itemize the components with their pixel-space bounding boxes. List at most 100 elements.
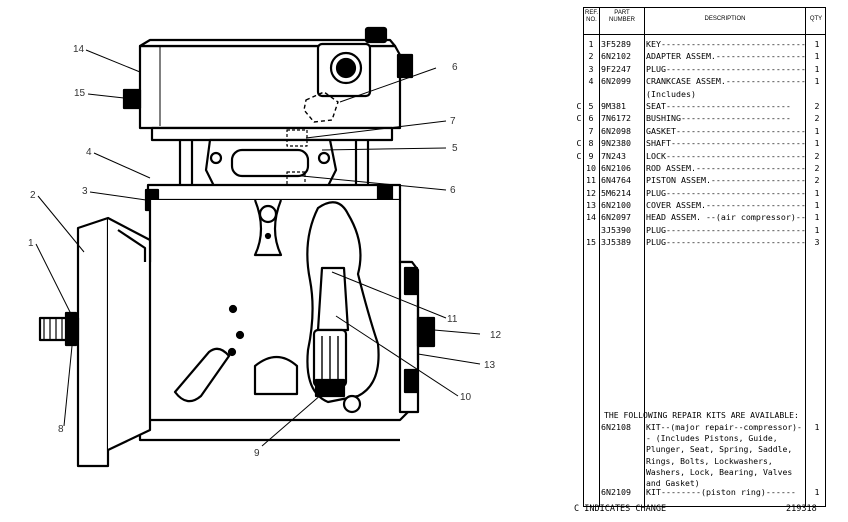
qty-cell: 2	[814, 175, 820, 186]
callout-label: 6	[450, 185, 456, 196]
kit-qty: 1	[814, 487, 820, 497]
qty-cell: 2	[814, 100, 820, 111]
callout-label: 6	[452, 62, 458, 73]
ref-no-cell: 12	[586, 187, 596, 198]
qty-cell: 1	[814, 125, 820, 136]
description-cell: CRANKCASE ASSEM.-----------------	[646, 76, 806, 87]
part-number-cell: 6N2098	[601, 125, 631, 136]
ref-no-cell: 9	[588, 150, 594, 161]
change-indicator-note: C INDICATES CHANGE	[574, 504, 667, 514]
ref-no-cell: 5	[588, 100, 594, 111]
header-qty: QTY	[809, 16, 823, 22]
ref-no-cell: 14	[586, 212, 596, 223]
kit-part-number: 6N2109	[601, 487, 631, 497]
part-number-cell: 6N2100	[601, 200, 631, 211]
ref-no-cell: 3	[588, 63, 594, 74]
description-cell: BUSHING----------------------	[646, 113, 791, 124]
callout-label: 8	[58, 424, 64, 435]
callout-label: 13	[484, 360, 496, 371]
kit-part-number: 6N2108	[601, 422, 631, 432]
description-cell: PLUG----------------------------	[646, 187, 806, 198]
description-cell: LOCK----------------------------	[646, 150, 806, 161]
callout-label: 14	[73, 44, 85, 55]
part-number-cell: 6N4764	[601, 175, 631, 186]
description-cell: HEAD ASSEM. --(air compressor)--	[646, 212, 806, 223]
qty-cell: 1	[814, 187, 820, 198]
callout-label: 5	[452, 143, 458, 154]
description-cell: PLUG----------------------------	[646, 237, 806, 248]
part-number-cell: 6N2099	[601, 76, 631, 87]
qty-cell: 2	[814, 113, 820, 124]
change-mark: C	[576, 150, 582, 161]
callout-label: 11	[447, 314, 458, 325]
ref-no-cell: 1	[588, 39, 594, 49]
ref-no-cell: 4	[588, 76, 594, 87]
kit-qty: 1	[814, 422, 820, 432]
qty-cell: 1	[814, 212, 820, 223]
ref-no-cell: 2	[588, 51, 594, 62]
callout-label: 1	[28, 238, 34, 249]
illustration-number: 219318	[786, 504, 817, 514]
repair-kit-major: 6N2108 KIT--(major repair--compressor)--…	[584, 422, 825, 488]
kit-description: KIT--(major repair--compressor)-- (Inclu…	[646, 422, 802, 489]
part-number-cell: 6N2102	[601, 51, 631, 62]
change-mark: C	[576, 138, 582, 149]
callout-label: 10	[460, 392, 472, 403]
ref-no-cell: 8	[588, 138, 594, 149]
description-cell: KEY-----------------------------	[646, 39, 806, 49]
description-cell: (Includes)	[646, 88, 696, 99]
description-cell: PLUG----------------------------	[646, 224, 806, 235]
table-row: 4 6N2099 CRANKCASE ASSEM.-----------------…	[584, 75, 825, 87]
description-cell: COVER ASSEM.--------------------	[646, 200, 806, 211]
part-number-cell: 7N6172	[601, 113, 631, 124]
qty-cell: 1	[814, 63, 820, 74]
qty-cell: 1	[814, 39, 820, 49]
qty-cell: 1	[814, 51, 820, 62]
ref-no-cell: 13	[586, 200, 596, 211]
column-divider	[805, 8, 806, 506]
ref-no-cell: 6	[588, 113, 594, 124]
part-number-cell: 9M381	[601, 100, 626, 111]
kit-description: KIT--------(piston ring)------	[646, 487, 796, 497]
ref-no-cell: 15	[586, 237, 596, 248]
part-number-cell: 9F2247	[601, 63, 631, 74]
change-mark: C	[576, 113, 582, 124]
compressor-exploded-drawing: 14 15 4 3 2 1 8 6 7 5 6 11 12 13 10 9	[28, 26, 502, 468]
table-header: REF. NO. PART NUMBER DESCRIPTION QTY	[584, 8, 825, 35]
qty-cell: 1	[814, 76, 820, 87]
part-number-cell: 7N243	[601, 150, 626, 161]
column-divider	[644, 8, 645, 506]
part-number-cell: 3J5389	[601, 237, 631, 248]
header-description: DESCRIPTION	[704, 16, 746, 22]
qty-cell: 1	[814, 138, 820, 149]
part-number-cell: 6N2106	[601, 162, 631, 173]
description-cell: SEAT-------------------------	[646, 100, 791, 111]
table-row: 13 6N2100 COVER ASSEM.--------------------…	[584, 199, 825, 211]
description-cell: PISTON ASSEM.-------------------	[646, 175, 806, 186]
part-number-cell: 6N2097	[601, 212, 631, 223]
callout-label: 2	[30, 190, 36, 201]
description-cell: ROD ASSEM.----------------------	[646, 162, 806, 173]
part-number-cell: 3J5390	[601, 224, 631, 235]
callout-label: 3	[82, 186, 88, 197]
change-mark: C	[576, 100, 582, 111]
qty-cell: 2	[814, 162, 820, 173]
header-ref-no: REF. NO.	[584, 10, 598, 23]
table-row: 15 3J5389 PLUG----------------------------…	[584, 236, 825, 248]
header-part-number: PART NUMBER	[608, 10, 635, 23]
table-row: 14 6N2097 HEAD ASSEM. --(air compressor)--…	[584, 211, 825, 223]
table-row: (Includes)	[584, 88, 825, 100]
callout-label: 9	[254, 448, 260, 459]
